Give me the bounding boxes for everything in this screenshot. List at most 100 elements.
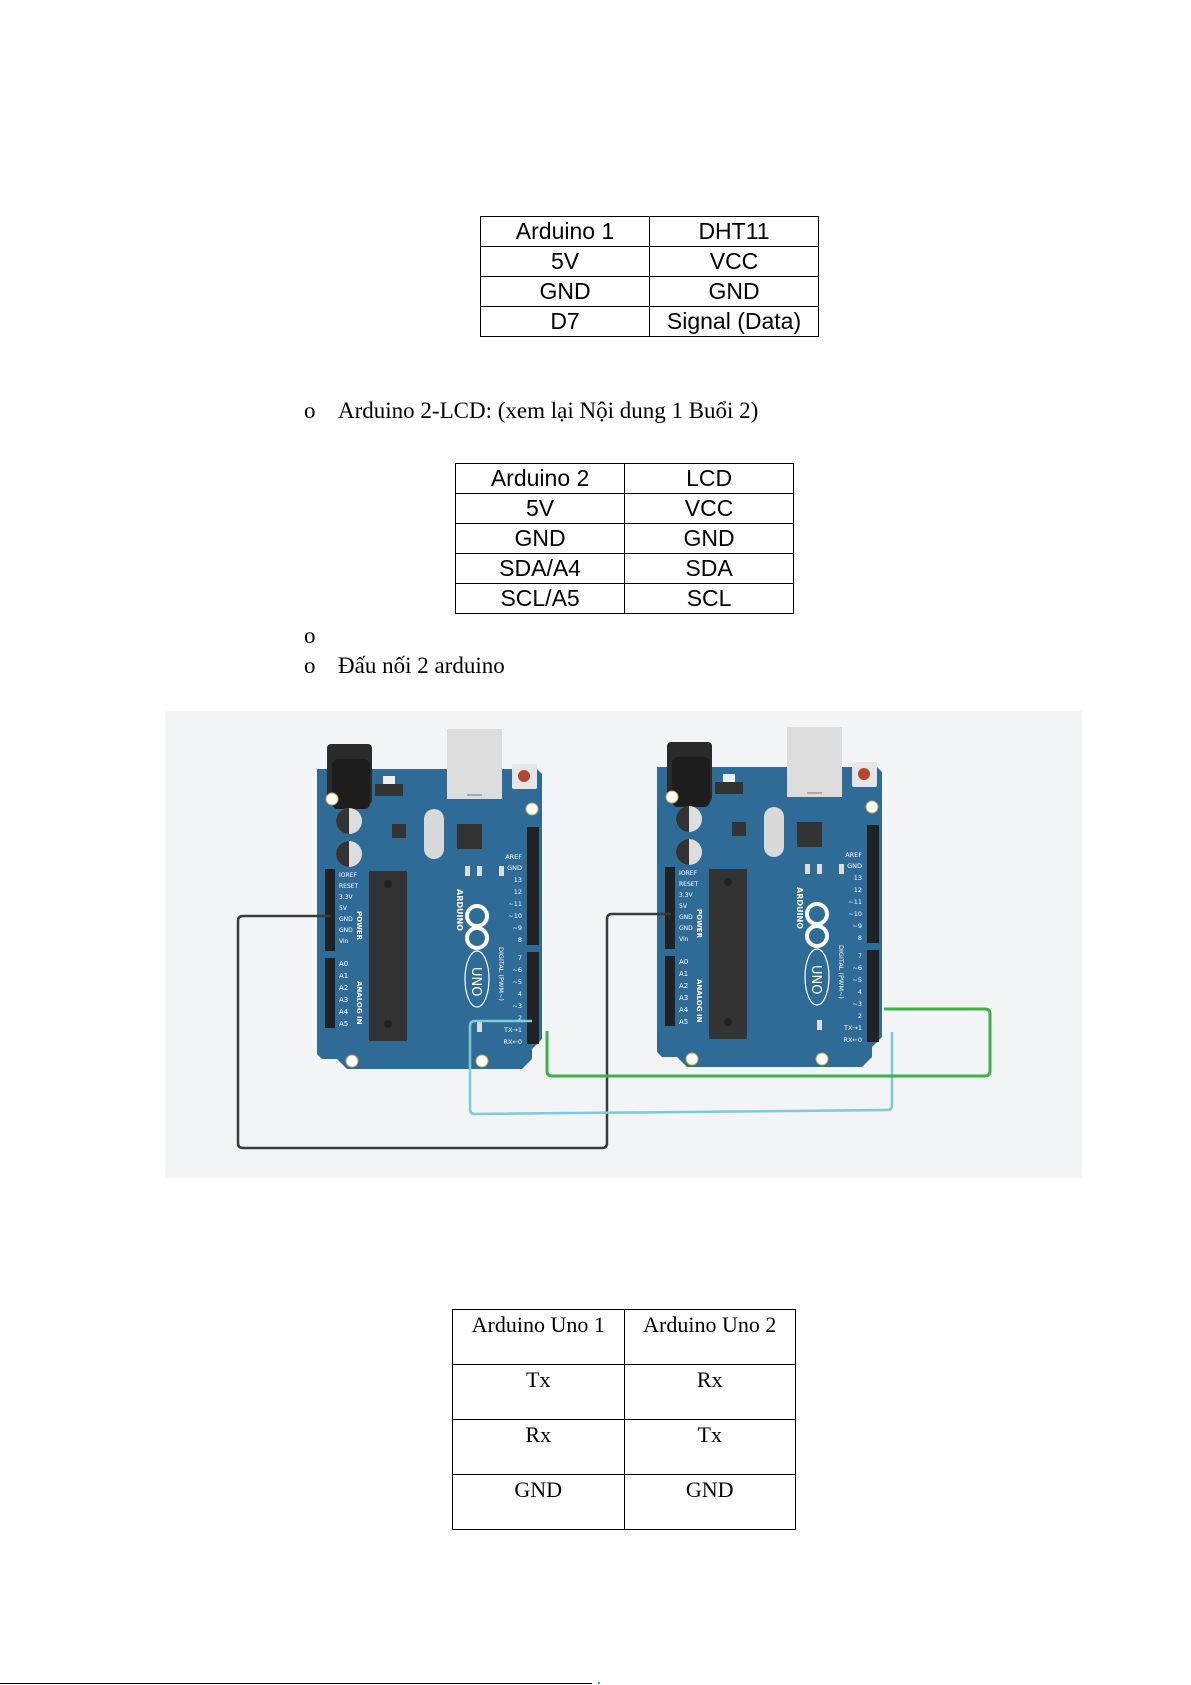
table-cell: DHT11 <box>649 216 819 247</box>
pin-label: GND <box>339 927 353 934</box>
table-cell: Tx <box>623 1419 796 1475</box>
table-row: SCL/A5 SCL <box>454 583 794 614</box>
table-row: GND GND <box>479 276 819 307</box>
digital-label: DIGITAL (PWM~) <box>837 945 845 999</box>
pin-label: AREF <box>505 853 522 861</box>
pin-label: GND <box>507 864 522 872</box>
pin-label: A2 <box>339 984 348 992</box>
table-row: Tx Rx <box>452 1364 796 1420</box>
table-header-row: Arduino Uno 1 Arduino Uno 2 <box>452 1309 796 1365</box>
pin-label: 3.3V <box>339 894 354 901</box>
table-cell: SCL/A5 <box>454 583 626 614</box>
table-header-row: Arduino 2 LCD <box>454 463 794 494</box>
pin-label: GND <box>679 914 693 921</box>
pin-label: ~6 <box>852 964 862 972</box>
table-cell: GND <box>649 276 819 307</box>
table-row: GND GND <box>454 523 794 554</box>
arduino-board-2: IOREF RESET 3.3V 5V GND GND Vin A0 A1 A2… <box>655 725 884 1069</box>
table-row: 5V VCC <box>454 493 794 524</box>
pin-label: A5 <box>339 1020 348 1028</box>
table-cell: LCD <box>624 463 794 494</box>
footnote-separator <box>0 1683 592 1684</box>
pin-label: ~6 <box>512 966 522 974</box>
pin-label: 7 <box>858 952 862 960</box>
table-cell: Rx <box>452 1419 625 1475</box>
tx1-to-rx2-wire[interactable] <box>468 1019 894 1116</box>
table-cell: GND <box>452 1474 625 1530</box>
pin-label: 2 <box>518 1014 522 1022</box>
pin-label: GND <box>339 916 353 923</box>
table-cell: D7 <box>479 306 651 337</box>
table-cell: Signal (Data) <box>649 306 819 337</box>
bullet-marker: o <box>304 398 316 423</box>
brand-label: ARDUINO <box>795 887 804 929</box>
bullet-marker: o <box>304 623 316 648</box>
digital-label: DIGITAL (PWM~) <box>497 947 505 1001</box>
pin-label: 4 <box>518 990 522 998</box>
table-header-row: Arduino 1 DHT11 <box>479 216 819 247</box>
pin-label: 4 <box>858 988 862 996</box>
table-cell: VCC <box>649 246 819 277</box>
pin-label: A1 <box>339 972 348 980</box>
table-row: D7 Signal (Data) <box>479 306 819 337</box>
pin-label: 12 <box>514 888 522 896</box>
pin-label: ~9 <box>512 924 522 932</box>
table-cell: SDA/A4 <box>454 553 626 584</box>
lcd-section-heading: Arduino 2-LCD: (xem lại Nội dung 1 Buổi … <box>338 398 759 423</box>
table-cell: GND <box>454 523 626 554</box>
pin-label: IOREF <box>339 872 357 879</box>
pin-label: RX←0 <box>503 1038 522 1046</box>
table-cell: Arduino 1 <box>479 216 651 247</box>
pin-label: GND <box>679 925 693 932</box>
pin-label: 13 <box>514 876 522 884</box>
pin-label: 8 <box>858 934 862 942</box>
serial-wiring-table: Arduino Uno 1 Arduino Uno 2 Tx Rx Rx Tx … <box>452 1309 796 1530</box>
pin-label: RX←0 <box>843 1036 862 1044</box>
pin-label: 2 <box>858 1012 862 1020</box>
lcd-wiring-table: Arduino 2 LCD 5V VCC GND GND SDA/A4 SDA … <box>454 463 794 614</box>
table-cell: Arduino Uno 2 <box>623 1309 796 1365</box>
pin-label: 5V <box>679 903 688 910</box>
table-cell: Arduino Uno 1 <box>452 1309 625 1365</box>
pin-label: 3.3V <box>679 892 694 899</box>
pin-label: IOREF <box>679 870 697 877</box>
pin-label: 12 <box>854 886 862 894</box>
pin-label: ~5 <box>852 976 862 984</box>
pin-label: ~11 <box>508 900 522 908</box>
pin-label: ~5 <box>512 978 522 986</box>
table-cell: Rx <box>623 1364 796 1420</box>
pin-label: 8 <box>518 936 522 944</box>
table-cell: SCL <box>624 583 794 614</box>
pin-label: TX→1 <box>843 1024 862 1032</box>
pin-label: 13 <box>854 874 862 882</box>
connect-section-heading: Đấu nối 2 arduino <box>338 653 505 678</box>
pin-label: 7 <box>518 954 522 962</box>
power-label: POWER <box>355 911 363 941</box>
rx1-to-tx2-wire[interactable] <box>545 1007 992 1078</box>
pin-label: TX→1 <box>503 1026 522 1034</box>
dht11-wiring-table: Arduino 1 DHT11 5V VCC GND GND D7 Signal… <box>479 216 819 337</box>
pin-label: A3 <box>679 994 688 1002</box>
table-cell: GND <box>479 276 651 307</box>
pin-label: Vin <box>679 936 689 943</box>
pin-label: A4 <box>339 1008 349 1016</box>
pin-label: AREF <box>845 851 862 859</box>
gnd-wire[interactable] <box>236 912 671 1150</box>
arduino-wiring-figure: IOREF RESET 3.3V 5V GND GND Vin A0 A1 A2… <box>165 711 1082 1178</box>
brand-label: ARDUINO <box>455 889 464 931</box>
pin-label: A0 <box>679 958 688 966</box>
table-row: GND GND <box>452 1474 796 1530</box>
table-cell: GND <box>624 523 794 554</box>
table-cell: 5V <box>454 493 626 524</box>
table-cell: Arduino 2 <box>454 463 626 494</box>
pin-label: ~9 <box>852 922 862 930</box>
analog-label: ANALOG IN <box>695 979 703 1023</box>
model-label: UNO <box>468 967 483 996</box>
footnote-marker <box>598 1682 600 1684</box>
pin-label: ~3 <box>512 1002 522 1010</box>
pin-label: ~11 <box>848 898 862 906</box>
pin-label: ~3 <box>852 1000 862 1008</box>
table-row: SDA/A4 SDA <box>454 553 794 584</box>
pin-label: A1 <box>679 970 688 978</box>
table-cell: Tx <box>452 1364 625 1420</box>
